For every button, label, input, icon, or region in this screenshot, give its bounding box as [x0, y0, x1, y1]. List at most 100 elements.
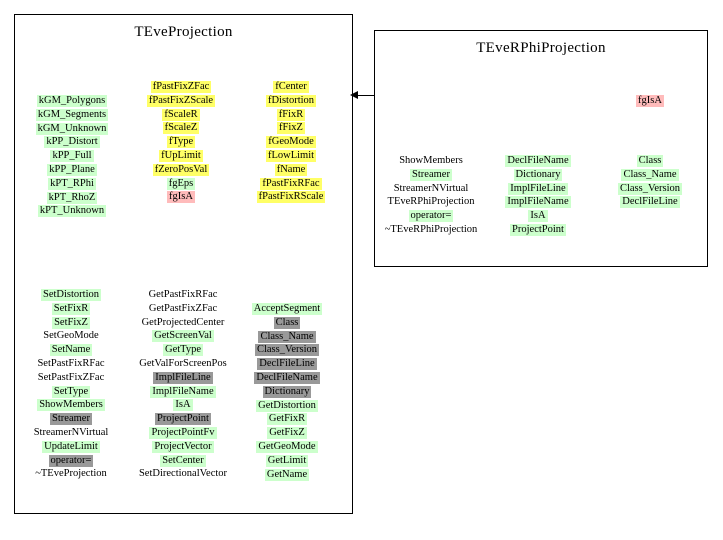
member-item[interactable]: Class	[636, 155, 664, 167]
member-item[interactable]: ImplFileName	[150, 385, 216, 398]
member-item[interactable]: SetDistortion	[40, 289, 101, 301]
member-item[interactable]: kGM_Polygons	[36, 95, 108, 107]
member-item[interactable]: Class_Name	[258, 330, 316, 343]
member-item[interactable]: operator=	[48, 454, 94, 467]
member-item[interactable]: fScaleZ	[162, 122, 200, 135]
member-item[interactable]: fgIsA	[636, 95, 664, 107]
member-item[interactable]: ShowMembers	[399, 155, 463, 166]
member-item[interactable]: fType	[166, 136, 196, 149]
member-item[interactable]: kGM_Unknown	[35, 122, 109, 135]
member-item[interactable]: fDistortion	[265, 94, 317, 107]
member-item[interactable]: fFixZ	[277, 122, 305, 135]
member-item[interactable]: fPastFixZFac	[150, 81, 212, 93]
member-item[interactable]: IsA	[528, 210, 548, 223]
member-item[interactable]: AcceptSegment	[251, 303, 323, 315]
member-item[interactable]: ProjectVector	[152, 440, 214, 453]
member-item[interactable]: fGeoMode	[266, 136, 316, 149]
member-item[interactable]: GetScreenVal	[152, 330, 214, 343]
member-item[interactable]: ProjectPoint	[155, 413, 211, 426]
member-item[interactable]: fZeroPosVal	[152, 163, 210, 176]
member-item[interactable]: ProjectPointFv	[149, 426, 217, 439]
member-item[interactable]: SetPastFixRFac	[37, 357, 105, 369]
member-item[interactable]: GetPastFixZFac	[148, 302, 218, 314]
member-item[interactable]: StreamerNVirtual	[393, 182, 469, 194]
member-item[interactable]: ~TEveProjection	[35, 468, 107, 480]
member-item[interactable]: UpdateLimit	[42, 440, 100, 453]
member-item[interactable]: kPP_Plane	[47, 163, 97, 176]
member-item[interactable]: GetLimit	[265, 454, 309, 467]
member-item[interactable]: GetFixZ	[267, 427, 307, 440]
member-item[interactable]: StreamerNVirtual	[33, 426, 109, 438]
member-item[interactable]: SetDirectionalVector	[138, 468, 228, 480]
member-item[interactable]: GetFixR	[266, 413, 308, 426]
member-item[interactable]: DeclFileName	[505, 155, 571, 167]
member-item[interactable]: Streamer	[410, 168, 452, 181]
member-item[interactable]: fUpLimit	[159, 149, 203, 162]
member-item[interactable]: GetGeoMode	[256, 440, 318, 453]
member-item[interactable]: kPP_Distort	[44, 136, 100, 149]
member-item[interactable]: fgEps	[166, 177, 196, 190]
member-item[interactable]: kPT_Unknown	[37, 205, 107, 218]
member-item[interactable]: kPT_RPhi	[48, 177, 96, 190]
member-item[interactable]: GetDistortion	[256, 399, 318, 412]
member-item[interactable]: Dictionary	[513, 168, 563, 181]
member-item[interactable]: ProjectPoint	[510, 223, 566, 236]
member-item[interactable]: ImplFileName	[505, 196, 571, 209]
member-item[interactable]: ~TEveRPhiProjection	[384, 223, 478, 235]
member-item[interactable]: Class_Version	[254, 344, 320, 357]
member-item[interactable]: DeclFileName	[254, 371, 320, 384]
member-item[interactable]: DeclFileLine	[257, 358, 317, 371]
member-item[interactable]: fFixR	[276, 108, 306, 121]
teverphiprojection-class-title[interactable]: TEveRPhiProjection	[476, 40, 606, 56]
member-item[interactable]: kGM_Segments	[35, 108, 109, 121]
member-item[interactable]: ImplFileLine	[508, 182, 568, 195]
member-item[interactable]: fCenter	[273, 81, 309, 93]
member-item[interactable]: Streamer	[50, 413, 92, 426]
member-item[interactable]: SetName	[49, 344, 93, 357]
member-item[interactable]: fPastFixRFac	[260, 177, 322, 190]
member-item[interactable]: fPastFixRScale	[256, 191, 326, 204]
member-item[interactable]: IsA	[173, 399, 193, 412]
member-item[interactable]: operator=	[408, 210, 454, 223]
member-item[interactable]: fPastFixZScale	[146, 94, 216, 107]
member-item[interactable]: kPP_Full	[50, 150, 94, 163]
member-item[interactable]: Class_Name	[621, 168, 679, 181]
member-item[interactable]: ShowMembers	[37, 399, 105, 412]
member-item[interactable]: fgIsA	[167, 191, 195, 204]
member-item[interactable]: SetCenter	[160, 454, 206, 467]
member-item[interactable]: fName	[274, 163, 308, 176]
member-item[interactable]: fLowLimit	[265, 149, 317, 162]
teveprojection-class-title[interactable]: TEveProjection	[134, 24, 233, 40]
member-item[interactable]: ImplFileLine	[153, 371, 213, 384]
member-item[interactable]: GetValForScreenPos	[139, 357, 227, 369]
member-item[interactable]: SetGeoMode	[43, 330, 99, 342]
inheritance-arrow-head	[350, 91, 358, 99]
member-item[interactable]: SetFixZ	[52, 316, 90, 329]
member-item[interactable]: kPT_RhoZ	[46, 191, 98, 204]
member-item[interactable]: TEveRPhiProjection	[387, 196, 475, 208]
member-item[interactable]: SetType	[51, 385, 91, 398]
member-item[interactable]: GetPastFixRFac	[148, 289, 218, 300]
member-item[interactable]: GetName	[264, 468, 310, 481]
member-item[interactable]: fScaleR	[162, 108, 200, 121]
member-item[interactable]: SetFixR	[51, 302, 91, 315]
member-item[interactable]: DeclFileLine	[620, 196, 680, 209]
right-static-field-column: fgIsA	[595, 95, 705, 109]
inheritance-arrow-line	[357, 95, 375, 96]
member-item[interactable]: GetType	[162, 344, 203, 357]
member-item[interactable]: Class	[273, 316, 301, 329]
member-item[interactable]: Dictionary	[262, 385, 312, 398]
member-item[interactable]: GetProjectedCenter	[141, 316, 225, 328]
member-item[interactable]: Class_Version	[617, 182, 683, 195]
member-item[interactable]: SetPastFixZFac	[37, 371, 105, 383]
